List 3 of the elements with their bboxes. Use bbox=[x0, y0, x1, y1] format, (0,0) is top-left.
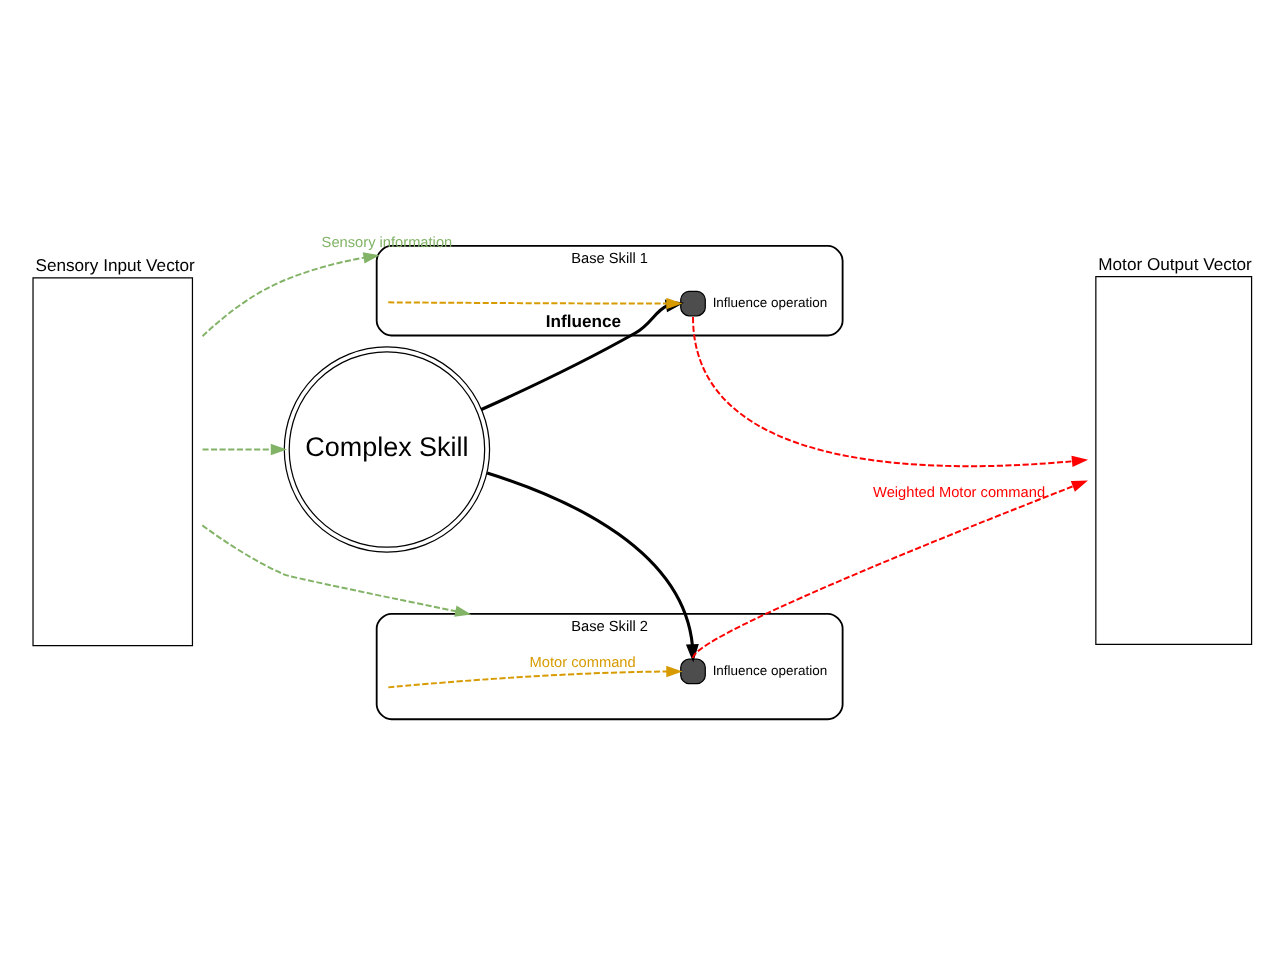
node-label: Sensory Input Vector bbox=[35, 254, 195, 275]
edge-label: Influence bbox=[545, 311, 622, 332]
node-label: Motor Output Vector bbox=[1098, 253, 1252, 274]
